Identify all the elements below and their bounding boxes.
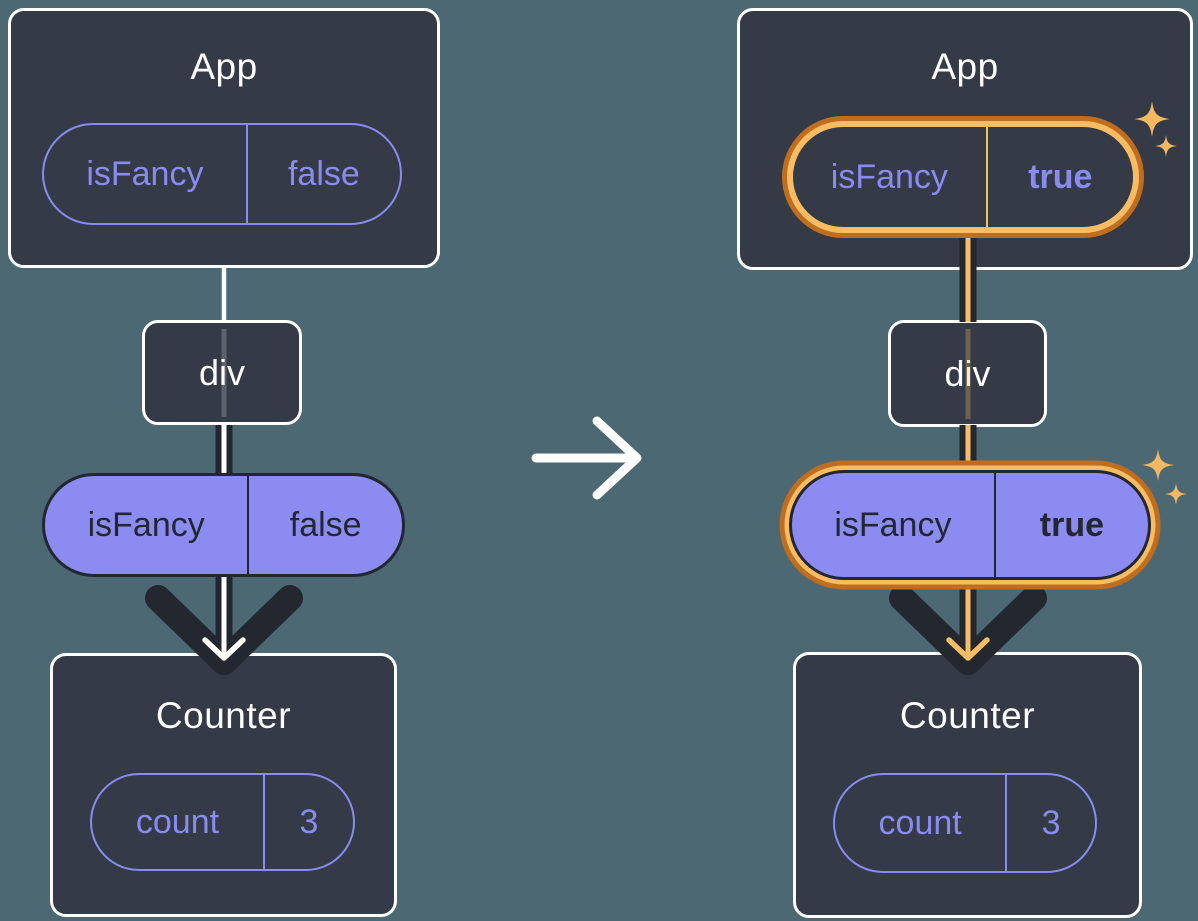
div-label-after: div [944, 352, 991, 394]
prop-flow-connector-after [889, 234, 1047, 675]
prop-name: isFancy [45, 476, 250, 574]
state-value: 3 [299, 802, 319, 841]
arrowhead-before [145, 585, 303, 675]
prop-name: isFancy [792, 473, 996, 577]
sparkle-icon [1142, 449, 1174, 481]
state-name: isFancy [793, 127, 988, 227]
transition-arrow-icon [531, 416, 642, 500]
state-value: false [287, 154, 360, 193]
state-name: count [92, 775, 265, 869]
app-state-pill-after: isFancy true [787, 121, 1139, 233]
prop-pill-before: isFancy false [42, 473, 405, 577]
prop-value: true [1039, 505, 1104, 544]
app-title-after: App [931, 46, 999, 87]
sparkle-icon [1165, 483, 1187, 505]
counter-title-after: Counter [899, 695, 1036, 736]
counter-state-pill-before: count 3 [90, 773, 355, 871]
counter-title-before: Counter [155, 695, 292, 736]
prop-flow-connector-before [145, 265, 303, 675]
prop-value: false [289, 505, 362, 544]
state-value: 3 [1041, 803, 1061, 842]
sparkle-icon [1155, 135, 1177, 157]
counter-state-pill-after: count 3 [833, 773, 1097, 873]
state-name: isFancy [44, 125, 248, 223]
div-node-before: div [142, 320, 302, 425]
div-label-before: div [198, 351, 246, 393]
state-value: true [1028, 157, 1093, 196]
state-name: count [835, 775, 1008, 871]
prop-pill-after: isFancy true [789, 470, 1151, 580]
sparkle-icon [1134, 101, 1170, 137]
arrowhead-inner-after [946, 637, 990, 661]
app-title-before: App [190, 46, 258, 87]
app-state-pill-before: isFancy false [42, 123, 402, 225]
arrowhead-after [889, 585, 1047, 675]
arrowhead-inner-before [202, 637, 246, 661]
